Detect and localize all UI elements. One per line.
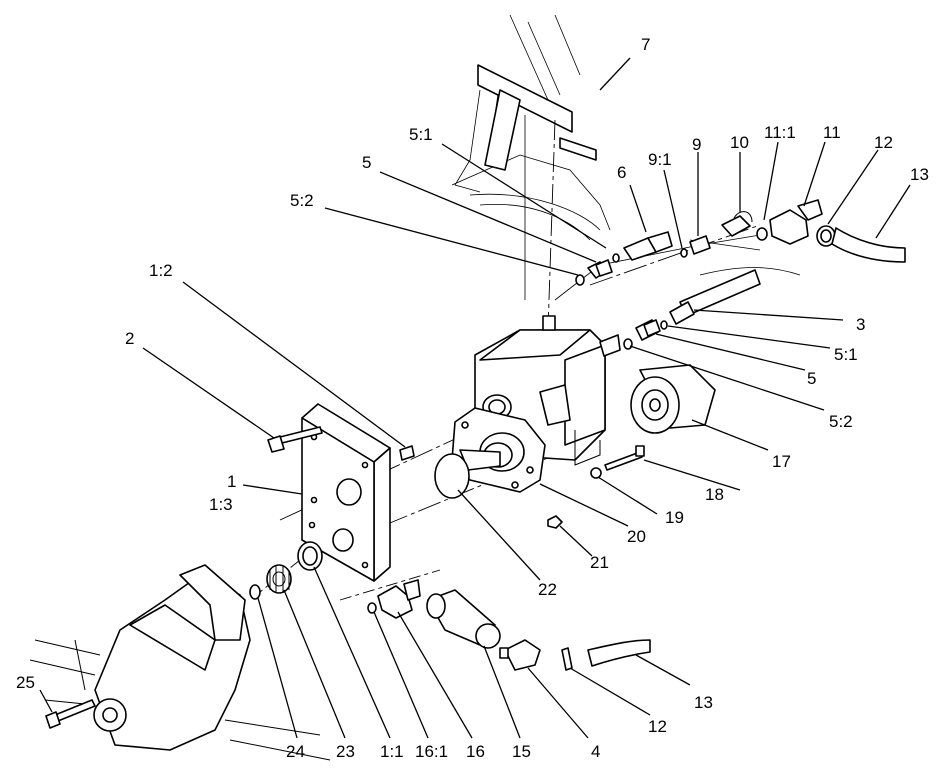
callout-3: 3 xyxy=(856,315,865,334)
seal-1-1 xyxy=(297,541,323,571)
o-ring-11-1 xyxy=(756,227,768,241)
fitting-5-top xyxy=(575,253,620,286)
bolt-2 xyxy=(267,426,323,453)
callout-13-bottom: 13 xyxy=(694,693,713,712)
callout-17: 17 xyxy=(772,452,791,471)
elbow-11 xyxy=(769,199,823,245)
callout-19: 19 xyxy=(665,508,684,527)
bolt-25 xyxy=(45,699,96,729)
callout-11-1: 11:1 xyxy=(764,123,796,142)
callout-22: 22 xyxy=(538,580,557,599)
callout-16: 16 xyxy=(466,742,485,761)
clamp-12-bottom xyxy=(561,647,573,671)
oil-filter xyxy=(630,364,716,434)
fitting-5-right xyxy=(635,319,661,341)
clamp-12-top xyxy=(816,225,836,247)
pinion-gear-23 xyxy=(266,564,292,594)
callout-24: 24 xyxy=(286,742,305,761)
callout-7: 7 xyxy=(641,35,650,54)
connector-4 xyxy=(499,639,541,671)
washer-19 xyxy=(590,467,602,479)
cap-10 xyxy=(721,211,753,237)
callout-23: 23 xyxy=(336,742,355,761)
gear-case xyxy=(29,564,331,761)
callout-15: 15 xyxy=(512,742,531,761)
elbow-6 xyxy=(623,231,673,261)
fitting-3 xyxy=(669,301,695,325)
callout-9-1: 9:1 xyxy=(648,150,672,169)
o-ring-5-1-right xyxy=(660,320,668,330)
callout-labels: 7 5:1 5 5:2 6 9:1 9 10 11:1 11 12 13 1:2… xyxy=(16,35,929,761)
nut-21 xyxy=(547,515,563,529)
bolt-18 xyxy=(604,445,645,471)
callout-1: 1 xyxy=(227,472,236,491)
o-ring-16-1 xyxy=(367,602,377,614)
o-ring xyxy=(434,453,470,499)
snap-ring-24 xyxy=(249,584,261,600)
callout-5-top: 5 xyxy=(362,153,371,172)
callout-18: 18 xyxy=(705,485,724,504)
callout-5-right: 5 xyxy=(807,369,816,388)
callout-25: 25 xyxy=(16,673,35,692)
callout-21: 21 xyxy=(590,553,609,572)
pressure-switch-15 xyxy=(426,589,501,649)
callout-5-2-right: 5:2 xyxy=(829,412,853,431)
callout-6: 6 xyxy=(617,163,626,182)
hose-13-top xyxy=(831,227,906,263)
leader-lines xyxy=(39,57,911,739)
fitting-9 xyxy=(680,235,711,258)
callout-10: 10 xyxy=(730,133,749,152)
callout-16-1: 16:1 xyxy=(415,742,448,761)
elbow-16 xyxy=(377,579,421,619)
mounting-bracket xyxy=(477,64,597,171)
callout-9: 9 xyxy=(692,135,701,154)
flange xyxy=(451,407,546,493)
callout-1-3: 1:3 xyxy=(209,495,233,514)
callout-5-1-right: 5:1 xyxy=(834,345,858,364)
callout-12-top: 12 xyxy=(874,133,893,152)
callout-1-2: 1:2 xyxy=(149,261,173,280)
callout-20: 20 xyxy=(627,527,646,546)
callout-1-1: 1:1 xyxy=(380,742,404,761)
o-ring-5-2-right xyxy=(623,338,633,350)
callout-11: 11 xyxy=(823,123,841,142)
callout-12-bottom: 12 xyxy=(648,717,667,736)
callout-2: 2 xyxy=(125,329,134,348)
dowel-pin xyxy=(399,445,415,461)
hose-13-bottom xyxy=(587,639,651,667)
callout-4: 4 xyxy=(591,742,600,761)
callout-5-2-top: 5:2 xyxy=(290,191,314,210)
callout-13-top: 13 xyxy=(910,165,929,184)
callout-5-1-top: 5:1 xyxy=(409,125,433,144)
adapter-plate xyxy=(301,403,391,582)
